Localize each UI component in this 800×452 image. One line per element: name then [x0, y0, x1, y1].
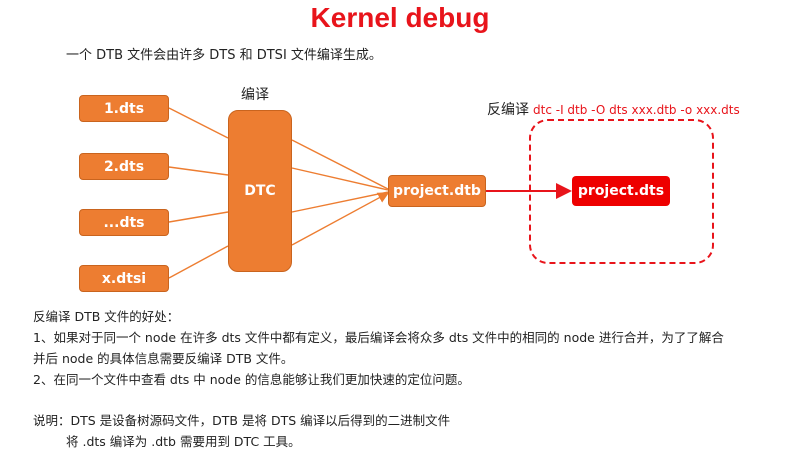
dtc-to-dtb-lines [291, 139, 390, 246]
connector-dtc-3 [291, 191, 389, 213]
connector-dtc-4 [291, 192, 390, 246]
dtc-compiler-box: DTC [228, 110, 292, 272]
notes-item-2: 2、在同一个文件中查看 dts 中 node 的信息能够让我们更加快速的定位问题… [33, 372, 470, 387]
explanation-line-2: 将 .dts 编译为 .dtb 需要用到 DTC 工具。 [66, 434, 301, 449]
explanation-line-1: 说明：DTS 是设备树源码文件，DTB 是将 DTS 编译以后得到的二进制文件 [33, 413, 451, 428]
source-to-dtc-lines [168, 107, 229, 279]
notes-item-1-line-1: 1、如果对于同一个 node 在许多 dts 文件中都有定义，最后编译会将众多 … [33, 330, 724, 345]
decompile-dashed-frame [529, 119, 714, 264]
decompiled-dts-box: project.dts [572, 176, 670, 206]
dtb-output-box: project.dtb [388, 175, 486, 207]
intro-text: 一个 DTB 文件会由许多 DTS 和 DTSI 文件编译生成。 [66, 48, 382, 63]
page-title: Kernel debug [310, 2, 490, 33]
connector-source-4 [168, 245, 229, 279]
source-file-3: ...dts [79, 209, 169, 236]
connector-source-1 [168, 107, 229, 139]
notes-item-1-line-2: 并后 node 的具体信息需要反编译 DTB 文件。 [33, 351, 294, 366]
connector-dtc-2 [291, 167, 389, 191]
source-file-2: 2.dts [79, 153, 169, 180]
connector-source-3 [168, 211, 229, 223]
decompile-label: 反编译 dtc -I dtb -O dts xxx.dtb -o xxx.dts [487, 99, 740, 119]
source-file-4: x.dtsi [79, 265, 169, 292]
compile-label: 编译 [241, 87, 269, 103]
notes-heading: 反编译 DTB 文件的好处： [33, 309, 180, 324]
source-file-1: 1.dts [79, 95, 169, 122]
connector-source-2 [168, 166, 229, 176]
connector-dtc-1 [291, 139, 389, 190]
decompile-command: dtc -I dtb -O dts xxx.dtb -o xxx.dts [533, 103, 740, 117]
decompile-label-text: 反编译 [487, 102, 529, 118]
